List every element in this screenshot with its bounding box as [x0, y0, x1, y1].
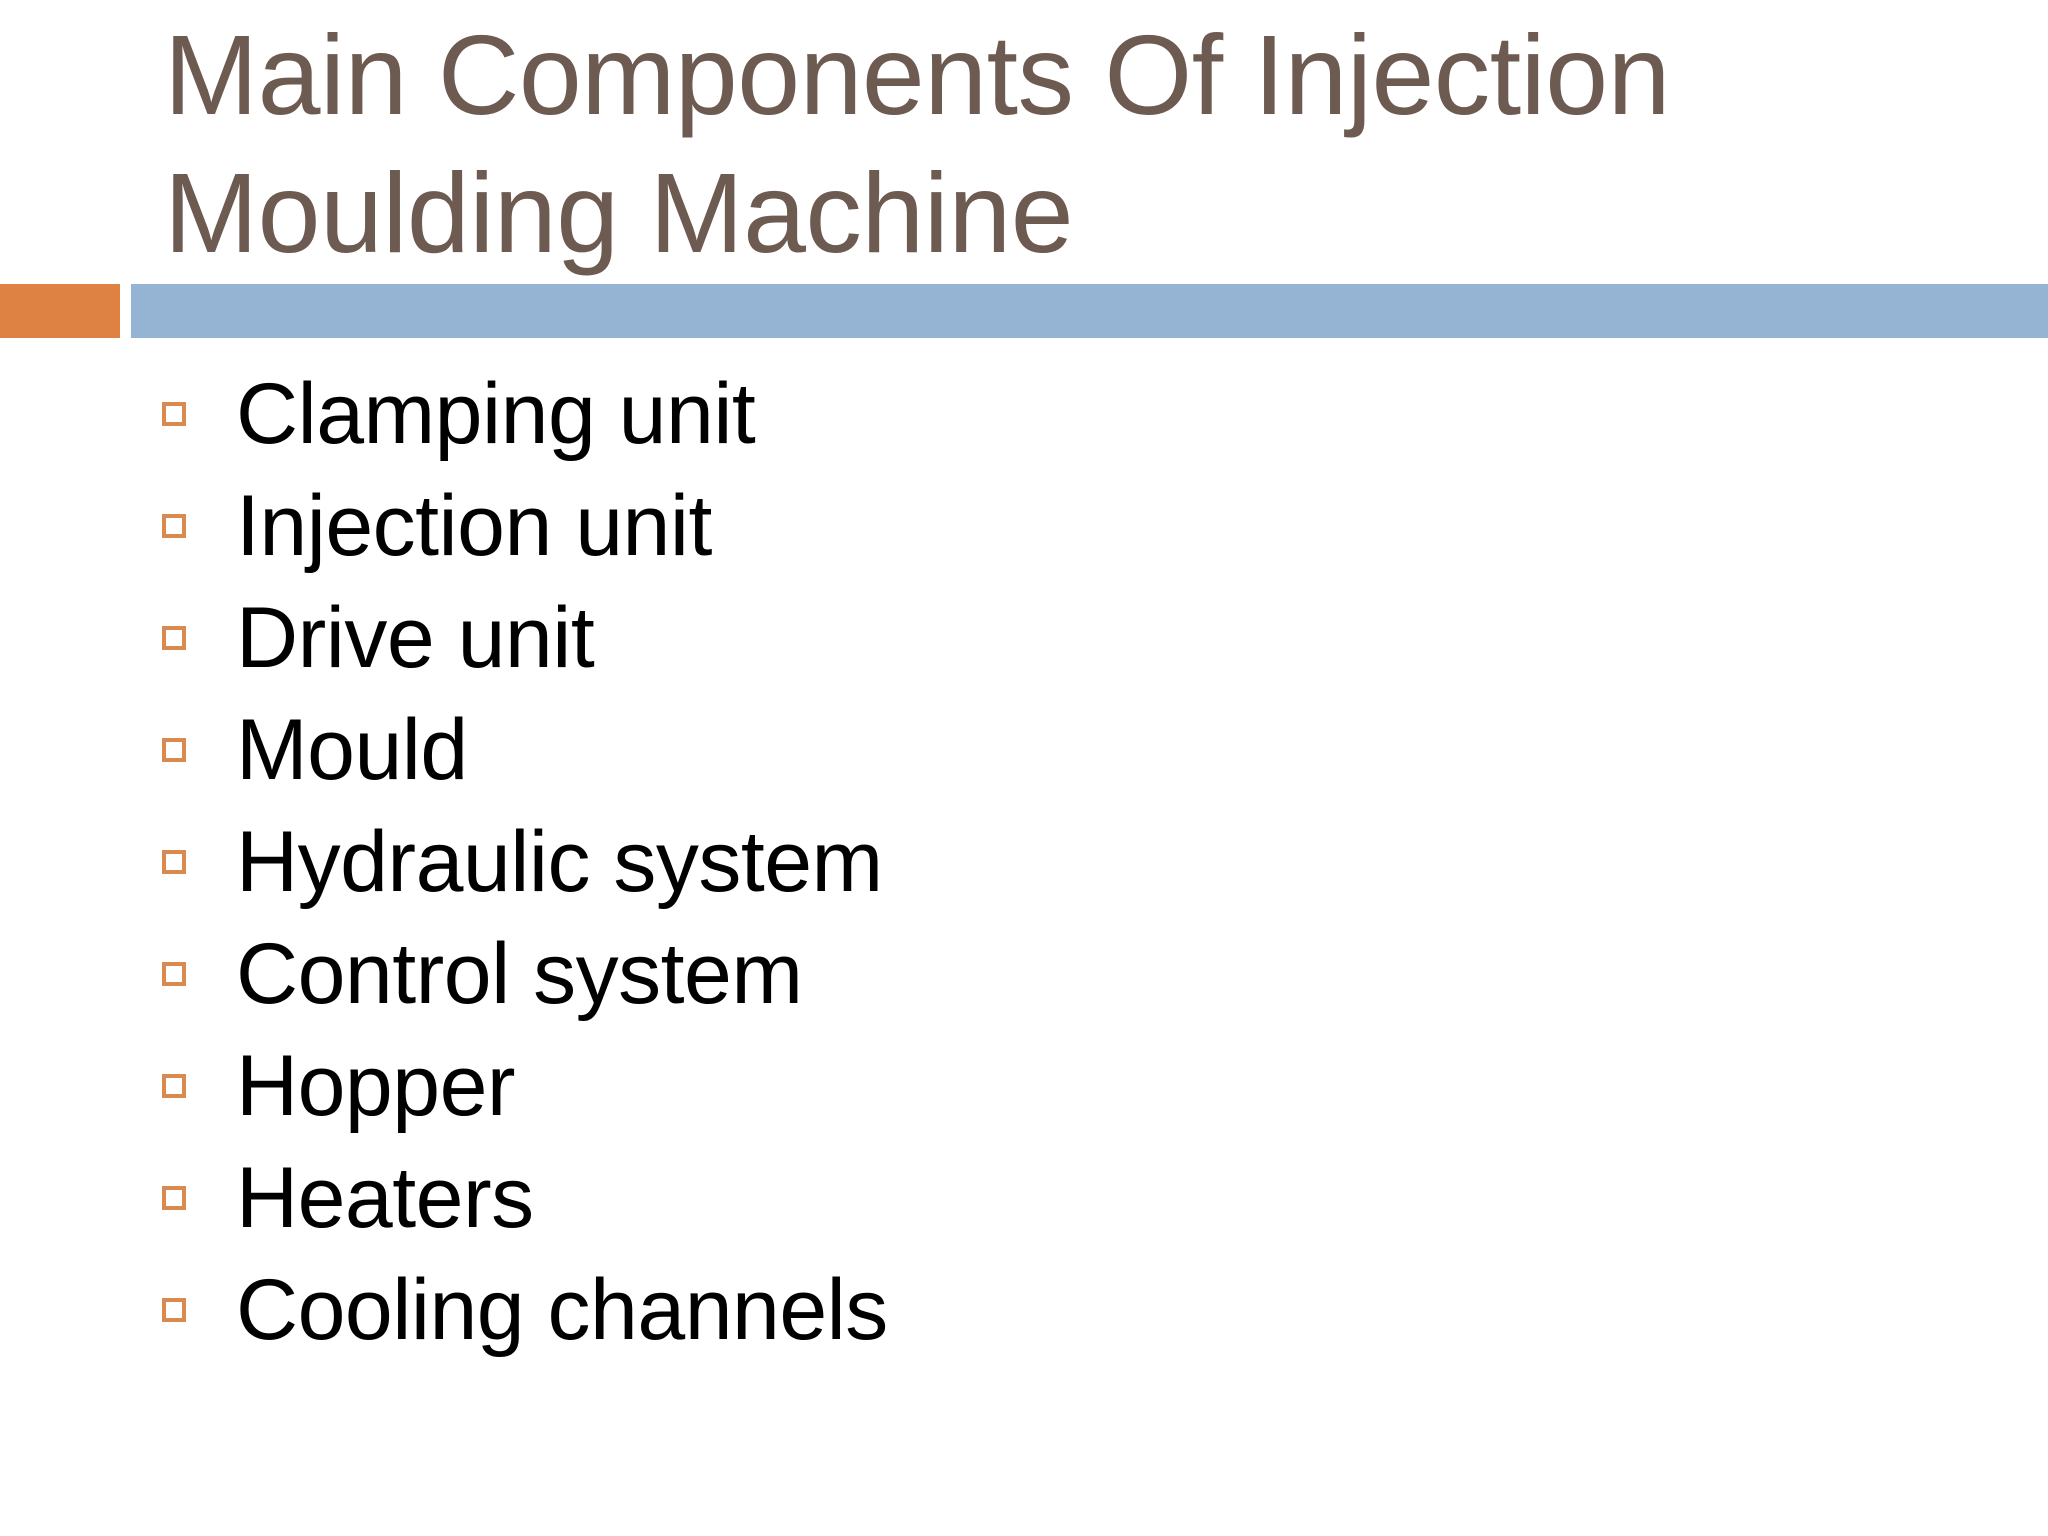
list-item-label: Hopper	[236, 1038, 516, 1134]
list-item: Hopper	[160, 1030, 1960, 1142]
empty-square-icon	[162, 1074, 186, 1098]
empty-square-icon	[162, 850, 186, 874]
list-item-label: Hydraulic system	[236, 814, 883, 910]
list-item: Clamping unit	[160, 358, 1960, 470]
title-accent-bars	[0, 284, 2048, 338]
list-item-label: Control system	[236, 926, 803, 1022]
page-title: Main Components Of Injection Moulding Ma…	[164, 12, 1670, 276]
list-item-label: Heaters	[236, 1150, 534, 1246]
list-item: Hydraulic system	[160, 806, 1960, 918]
list-item: Injection unit	[160, 470, 1960, 582]
list-item-label: Mould	[236, 702, 468, 798]
list-item-label: Clamping unit	[236, 366, 756, 462]
list-item: Heaters	[160, 1142, 1960, 1254]
list-item-label: Drive unit	[236, 590, 595, 686]
empty-square-icon	[162, 738, 186, 762]
list-item: Cooling channels	[160, 1254, 1960, 1366]
empty-square-icon	[162, 1186, 186, 1210]
list-item-label: Cooling channels	[236, 1262, 888, 1358]
content-bullet-list: Clamping unit Injection unit Drive unit …	[160, 358, 1960, 1366]
empty-square-icon	[162, 626, 186, 650]
empty-square-icon	[162, 402, 186, 426]
accent-bar-orange	[0, 284, 120, 338]
empty-square-icon	[162, 1298, 186, 1322]
title-block: Main Components Of Injection Moulding Ma…	[164, 6, 1924, 282]
empty-square-icon	[162, 514, 186, 538]
accent-bar-blue	[131, 284, 2048, 338]
list-item: Control system	[160, 918, 1960, 1030]
list-item-label: Injection unit	[236, 478, 712, 574]
list-item: Mould	[160, 694, 1960, 806]
empty-square-icon	[162, 962, 186, 986]
list-item: Drive unit	[160, 582, 1960, 694]
